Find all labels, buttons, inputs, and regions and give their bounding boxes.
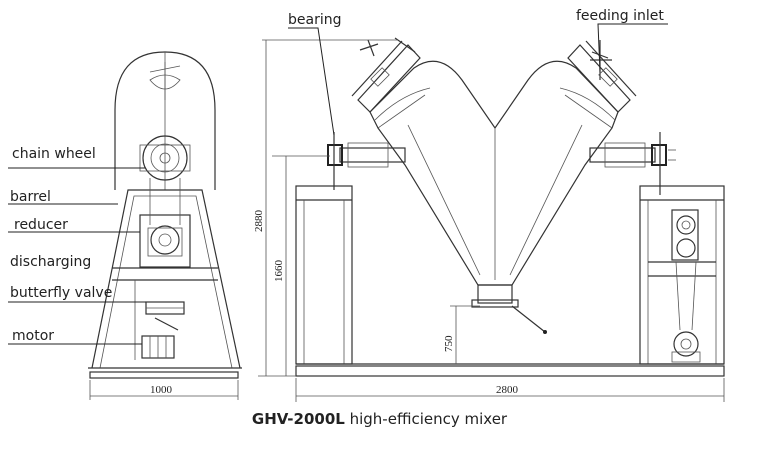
side-frame — [91, 189, 241, 369]
side-width-dimension: 1000 — [150, 384, 173, 396]
label-discharging: discharging — [10, 254, 91, 270]
side-view: 1000 — [88, 51, 242, 400]
discharge-height-dimension: 750 — [443, 335, 455, 352]
label-barrel: barrel — [10, 189, 51, 205]
label-butterfly-valve: butterfly valve — [10, 285, 112, 301]
label-reducer: reducer — [14, 217, 68, 233]
left-shaft — [339, 147, 406, 163]
label-bearing: bearing — [288, 12, 341, 28]
total-height-dimension: 2880 — [253, 210, 265, 233]
caption: GHV-2000L high-efficiency mixer — [0, 410, 759, 428]
label-chain-wheel: chain wheel — [12, 146, 96, 162]
right-bearing — [651, 144, 667, 166]
reducer-housing — [139, 214, 191, 268]
front-width-dimension: 2800 — [496, 384, 519, 396]
left-bearing — [327, 144, 343, 166]
front-view: 2800 2880 1660 750 — [253, 37, 725, 402]
right-shaft — [589, 147, 656, 163]
v-vessel — [369, 60, 619, 286]
right-support-frame — [639, 185, 725, 365]
right-inlet-cover — [567, 40, 637, 113]
discharge-outlet — [477, 284, 513, 304]
label-feeding-inlet: feeding inlet — [576, 8, 664, 24]
front-base — [295, 365, 725, 377]
chain-wheel — [142, 135, 188, 181]
label-motor: motor — [12, 328, 54, 344]
caption-model: GHV-2000L — [251, 410, 345, 428]
frame-height-dimension: 1660 — [273, 260, 285, 283]
left-support-frame — [295, 185, 353, 365]
caption-description: high-efficiency mixer — [349, 410, 508, 428]
front-motor — [673, 331, 699, 357]
left-inlet-cover — [351, 37, 421, 113]
